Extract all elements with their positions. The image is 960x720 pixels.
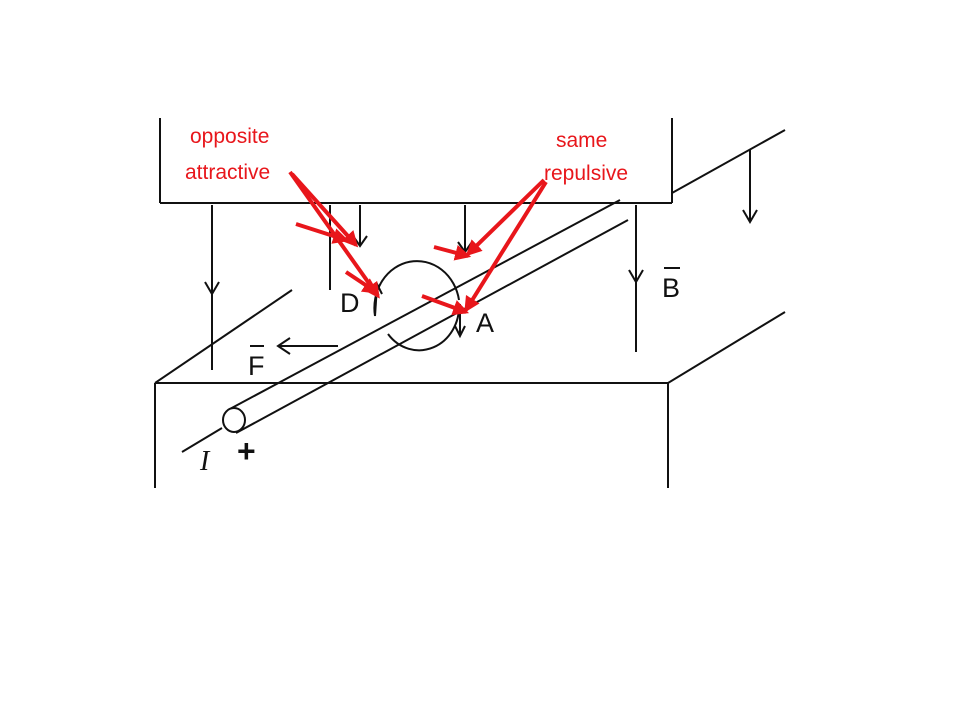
- label-point-d: D: [340, 288, 360, 318]
- label-same: same: [556, 129, 607, 152]
- label-repulsive: repulsive: [544, 162, 628, 185]
- label-force-f-group: F: [248, 345, 265, 381]
- annotation-arrows: [288, 170, 548, 316]
- label-point-a: A: [476, 308, 494, 338]
- label-opposite: opposite: [190, 125, 269, 148]
- conducting-wire: [181, 199, 629, 453]
- label-current-i: I: [199, 446, 211, 477]
- label-field-b-group: B: [662, 267, 680, 303]
- force-arrow: [276, 337, 338, 355]
- lower-magnet-pole: [154, 289, 786, 488]
- label-force-f: F: [248, 351, 265, 381]
- label-field-b: B: [662, 273, 680, 303]
- label-terminal-plus: +: [237, 433, 256, 469]
- label-attractive: attractive: [185, 161, 270, 184]
- upper-magnet-pole: [159, 118, 786, 204]
